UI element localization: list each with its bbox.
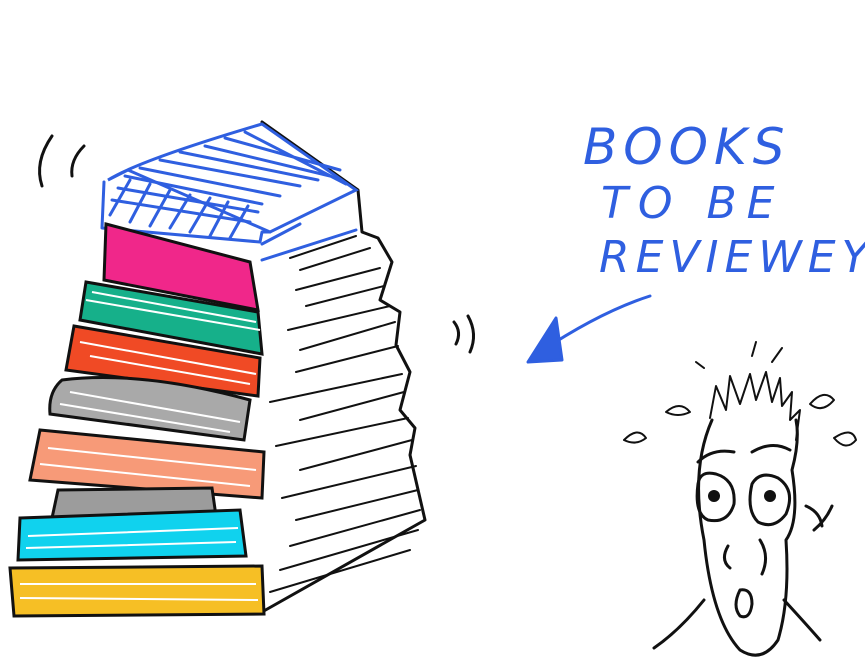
book-salmon bbox=[28, 428, 266, 500]
book-stack-icon bbox=[8, 120, 475, 618]
motion-mark-left bbox=[38, 134, 86, 188]
label-reviewey: REVIEWEY bbox=[599, 232, 865, 283]
arrow-icon bbox=[526, 294, 652, 364]
book-green bbox=[78, 280, 264, 356]
label-books: BOOKS bbox=[583, 118, 791, 176]
book-cyan bbox=[16, 508, 248, 562]
book-magenta bbox=[102, 222, 260, 312]
book-yellow bbox=[8, 564, 266, 618]
book-blue bbox=[100, 122, 359, 262]
label-to-be: TO BE bbox=[601, 178, 785, 229]
book-red bbox=[64, 324, 262, 398]
book-pages bbox=[260, 120, 427, 614]
worried-man-icon bbox=[623, 341, 857, 657]
motion-mark-right bbox=[452, 314, 475, 354]
book-gray bbox=[48, 376, 252, 442]
